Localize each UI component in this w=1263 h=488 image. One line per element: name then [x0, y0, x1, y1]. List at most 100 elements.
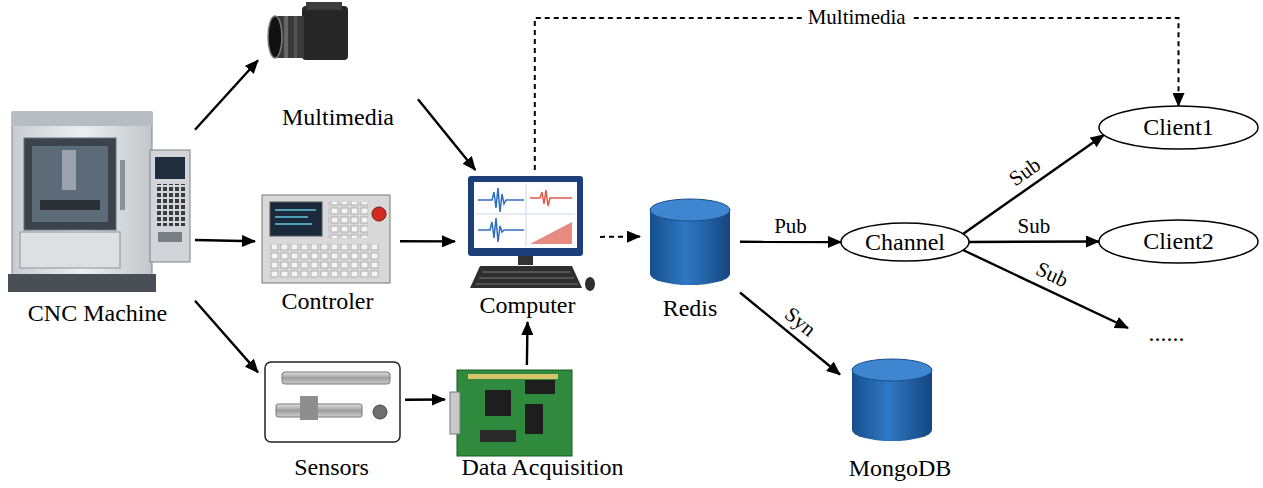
edge-label: Multimedia: [803, 6, 911, 29]
machine-window-glass: [32, 146, 108, 222]
daq-chip: [485, 390, 511, 416]
chart-wave: [530, 190, 572, 206]
mouse: [585, 277, 595, 291]
cylinder-top: [852, 359, 932, 381]
client-ellipse: Client2: [1098, 219, 1259, 264]
flow-arrow: [195, 240, 255, 241]
daq-chip: [525, 404, 543, 434]
machine-body: [12, 112, 152, 277]
lens-ring: [284, 16, 288, 58]
machine-window: [24, 138, 116, 230]
sensors-picture: [265, 362, 400, 442]
ellipsis-node: ......: [1128, 316, 1205, 350]
daq-chip: [525, 380, 555, 394]
chart-wave: [478, 188, 524, 212]
edge-label: Syn: [780, 303, 820, 342]
flow-arrow: [740, 293, 840, 375]
daq-pins: [468, 374, 558, 379]
monitor-stand: [518, 256, 533, 265]
computer-node: Computer: [455, 170, 600, 322]
node-label: MongoDB: [849, 455, 952, 481]
node-label: Client1: [1143, 114, 1214, 140]
chart-divider: [476, 184, 575, 246]
machine-chip-tray: [20, 232, 120, 268]
node-label: Client2: [1143, 228, 1214, 254]
cnc-machine-picture: [8, 112, 190, 292]
controller-keys: [270, 244, 380, 278]
linear-scale: [276, 404, 362, 417]
ellipse-shape: [1099, 220, 1258, 263]
edge-label: Pub: [774, 215, 807, 238]
flow-arrow: [405, 398, 445, 401]
daq-connector: [450, 392, 460, 434]
controller-picture: [262, 195, 390, 283]
flow-arrow: [969, 240, 1099, 243]
daq-board-picture: [450, 370, 572, 456]
camera-node: Multimedia: [258, 0, 418, 134]
keyboard: [470, 266, 582, 288]
node-label: Multimedia: [282, 104, 394, 130]
flow-arrow: [740, 241, 841, 244]
flow-arrow: [195, 60, 258, 130]
daq-board: [457, 370, 572, 456]
flow-arrow: [418, 99, 475, 170]
controller-panel: [262, 195, 390, 283]
controller-screen: [270, 202, 322, 236]
machine-table: [40, 200, 100, 210]
node-label: Redis: [663, 295, 718, 321]
panel-knob: [158, 232, 182, 242]
edge-label: Sub: [1005, 153, 1045, 191]
controller-node: Controler: [255, 190, 400, 318]
flow-arrow: [400, 240, 455, 243]
cylinder-top: [650, 199, 730, 221]
computer-picture: [468, 176, 595, 291]
lens-ring: [294, 16, 297, 58]
machine-panel: [150, 150, 190, 262]
node-label: Controler: [282, 288, 374, 314]
camera-top: [306, 2, 342, 10]
keyboard-keys: [476, 272, 578, 284]
node-label: Data Acquisition: [462, 454, 624, 480]
dashed-arrow: [535, 18, 1179, 170]
monitor-screen: [474, 182, 577, 248]
machine-top: [12, 112, 152, 126]
daq-chip: [480, 430, 516, 442]
daq-node: Data Acquisition: [445, 365, 640, 484]
monitor-bezel: [468, 176, 583, 256]
channel-ellipse: Channel: [840, 222, 970, 262]
ellipse-shape: [841, 223, 969, 261]
cylinder-bottom: [650, 263, 730, 285]
flow-arrow: [526, 322, 529, 365]
edge-label: Sub: [1032, 258, 1071, 293]
linear-scale: [282, 372, 390, 384]
camera-picture: [268, 2, 348, 60]
node-label: Computer: [480, 292, 576, 318]
machine-spindle: [62, 150, 76, 190]
panel-buttons: [155, 184, 185, 226]
dashed-arrow: [600, 236, 640, 238]
sensors-frame: [265, 362, 400, 442]
lens-front: [268, 16, 282, 58]
client-ellipse: Client1: [1098, 105, 1259, 150]
edge-label: Sub: [1018, 215, 1051, 238]
database-node: MongoDB: [840, 355, 960, 485]
small-sensor: [373, 405, 387, 419]
node-label: CNC Machine: [28, 300, 167, 326]
emergency-knob: [372, 207, 386, 221]
screen-lines: [275, 210, 316, 224]
machine-node: CNC Machine: [0, 105, 195, 330]
database-node: Redis: [640, 195, 740, 325]
sensors-node: Sensors: [258, 360, 405, 484]
panel-screen: [155, 157, 185, 179]
camera-body: [302, 6, 348, 60]
chart-area: [530, 222, 572, 244]
machine-handle: [120, 160, 125, 210]
machine-base: [8, 274, 156, 292]
scale-head: [300, 396, 318, 420]
node-label: Channel: [865, 229, 945, 255]
ellipse-shape: [1099, 106, 1258, 149]
